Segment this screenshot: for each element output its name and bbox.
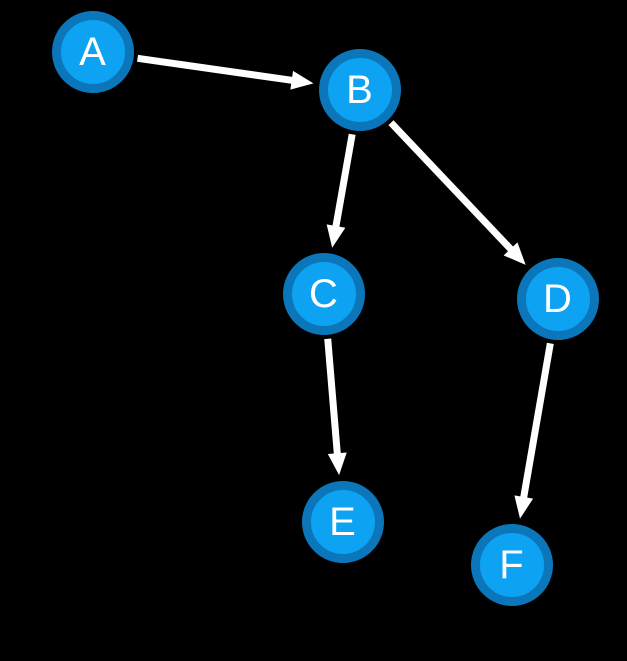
arrowhead-icon [514,495,534,519]
node-B[interactable]: B [319,49,401,131]
node-circle[interactable] [283,253,365,335]
edge-B-C [326,133,356,248]
node-label: D [543,277,573,321]
edge-line [388,120,515,253]
node-D[interactable]: D [517,258,599,340]
edge-line [137,54,295,85]
node-E[interactable]: E [302,481,384,563]
node-circle[interactable] [52,11,134,93]
edge-A-B [137,54,314,90]
node-circle[interactable] [319,49,401,131]
edge-line [332,133,356,229]
node-label: A [79,30,107,74]
node-circle[interactable] [517,258,599,340]
edge-C-E [324,338,347,476]
node-label: E [329,500,357,544]
node-C[interactable]: C [283,253,365,335]
arrowhead-icon [327,452,347,476]
edge-line [324,338,341,456]
edge-D-F [514,342,554,519]
arrowhead-icon [290,70,314,90]
edge-B-D [388,120,526,265]
node-label: F [499,543,524,587]
node-label: C [309,272,339,316]
node-label: B [346,68,374,112]
node-circle[interactable] [302,481,384,563]
edge-line [519,342,554,500]
node-A[interactable]: A [52,11,134,93]
node-F[interactable]: F [471,524,553,606]
arrowhead-icon [326,224,346,248]
node-circle[interactable] [471,524,553,606]
arrowhead-icon [503,242,526,265]
